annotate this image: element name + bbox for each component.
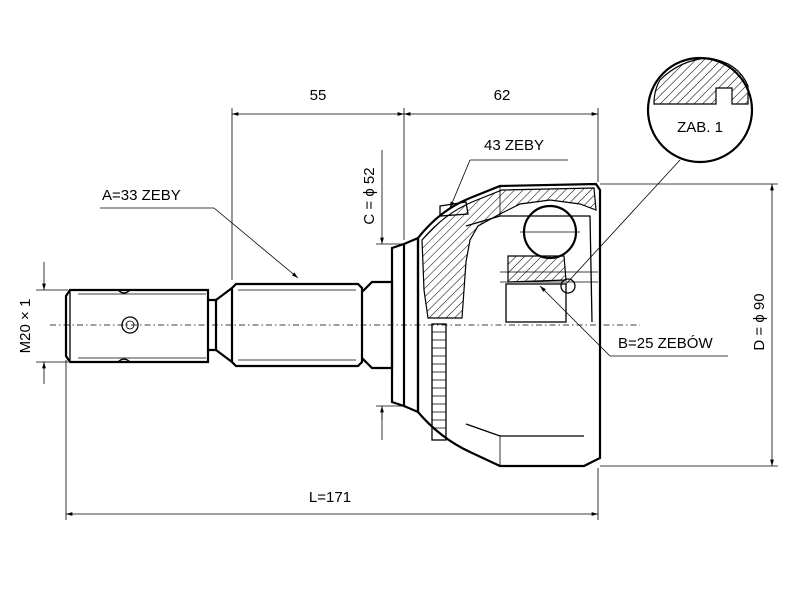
inner-hub-section xyxy=(507,255,567,283)
m20x1-label: M20 × 1 xyxy=(17,299,34,354)
dimension-l-171 xyxy=(65,360,599,520)
dimension-c-phi-52 xyxy=(376,150,404,440)
flange xyxy=(390,236,420,414)
shaft-step xyxy=(208,298,218,352)
cotter-pin-hole xyxy=(121,316,139,334)
threaded-tip xyxy=(64,288,210,364)
b-25-label: B=25 ZEBÓW xyxy=(618,335,713,352)
zab-1-label: ZAB. 1 xyxy=(677,119,723,136)
detail-zab-1 xyxy=(565,56,754,285)
dim-55-label: 55 xyxy=(310,87,327,104)
a-33-label: A=33 ZEBY xyxy=(102,187,181,204)
dim-62-label: 62 xyxy=(494,87,511,104)
boot-clamp xyxy=(439,201,469,217)
abs-ring xyxy=(431,323,447,441)
dimension-m20x1 xyxy=(36,262,68,384)
l-171-label: L=171 xyxy=(309,489,351,506)
dimension-55 xyxy=(231,108,405,280)
dimension-62 xyxy=(404,108,599,182)
c-phi-52-label: C = ϕ 52 xyxy=(361,167,378,224)
splined-shaft xyxy=(230,282,364,368)
teeth-43-label: 43 ZEBY xyxy=(484,137,544,154)
retaining-ring xyxy=(560,278,576,294)
dimension-d-phi-90 xyxy=(600,183,778,467)
d-phi-90-label: D = ϕ 90 xyxy=(751,293,768,350)
